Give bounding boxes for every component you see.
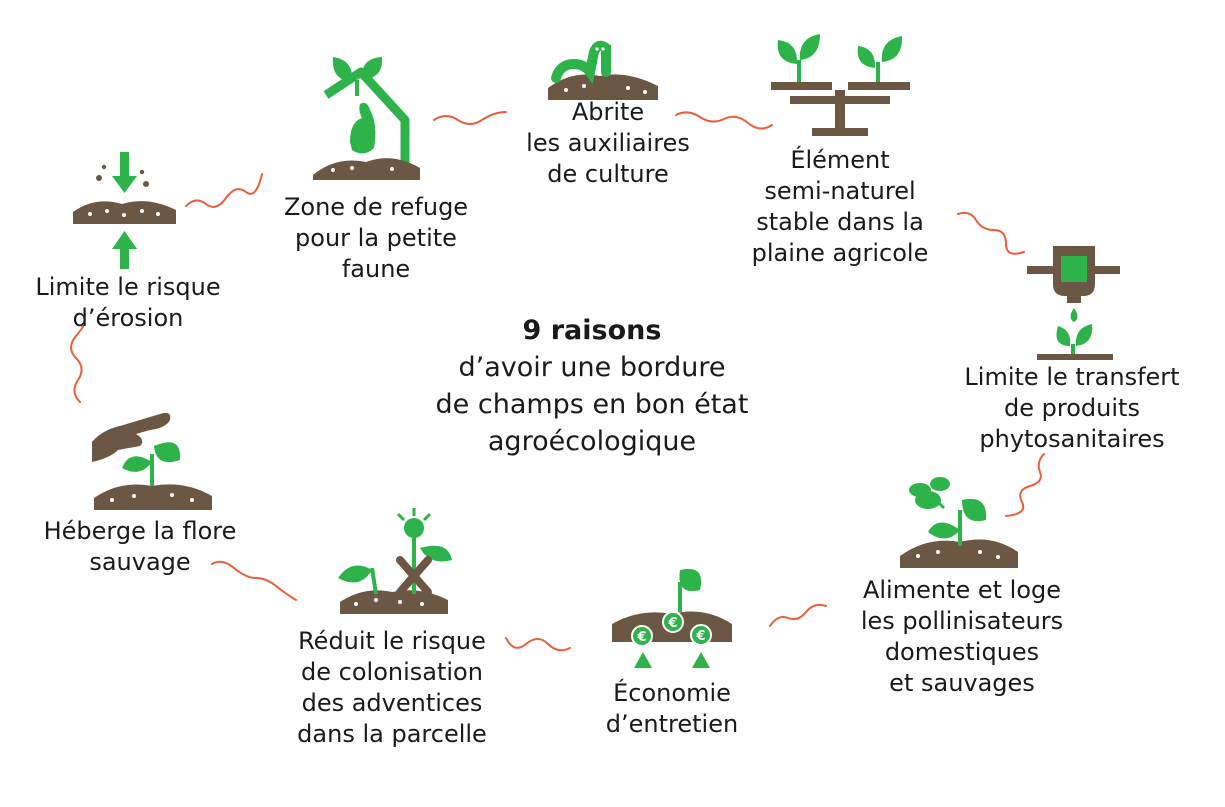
label-line: Alimente et loge [862, 576, 1062, 604]
euro-soil-icon: € € € [612, 568, 732, 668]
svg-text:€: € [695, 629, 705, 644]
connector-pollinisateurs-economie [769, 603, 827, 627]
weed-crossed-icon [338, 508, 452, 614]
svg-text:€: € [667, 616, 677, 631]
connector-economie-adventices [505, 637, 571, 652]
label-line: phytosanitaires [979, 425, 1165, 453]
reason-economie-label: Économie d’entretien [572, 678, 772, 740]
label-line: semi-naturel [764, 177, 916, 205]
title-bold: 9 raisons [522, 315, 662, 346]
label-line: domestiques [884, 638, 1040, 666]
label-line: plaine agricole [751, 239, 929, 267]
label-line: faune [341, 255, 411, 283]
label-line: d’érosion [72, 304, 184, 332]
center-title: 9 raisons d’avoir une bordure de champs … [412, 312, 772, 460]
svg-text:€: € [636, 630, 646, 645]
balance-plants-icon [771, 34, 910, 136]
reason-erosion-label: Limite le risque d’érosion [28, 272, 228, 334]
label-line: Limite le transfert [964, 363, 1180, 391]
hand-plant-icon [92, 412, 212, 510]
label-line: dans la parcelle [297, 720, 487, 748]
label-line: de culture [547, 160, 669, 188]
reason-refuge-label: Zone de refuge pour la petite faune [276, 192, 476, 285]
label-line: Réduit le risque [298, 627, 486, 655]
reason-adventices-label: Réduit le risque de colonisation des adv… [272, 626, 512, 750]
connector-flore-erosion [70, 324, 85, 403]
connector-element-transfert [957, 211, 1025, 255]
filter-drop-plant-icon [1027, 246, 1120, 360]
label-line: des adventices [301, 689, 483, 717]
label-line: les auxiliaires [526, 129, 690, 157]
label-line: stable dans la [756, 208, 924, 236]
connector-transfert-pollinisateurs [1005, 453, 1045, 517]
worm-soil-icon [548, 40, 658, 100]
soil-compression-icon [73, 152, 176, 269]
title-line: de champs en bon état [435, 389, 749, 420]
title-line: agroécologique [487, 426, 697, 457]
label-line: sauvage [89, 548, 191, 576]
reason-pollinisateurs-label: Alimente et loge les pollinisateurs dome… [842, 575, 1082, 699]
label-line: Zone de refuge [283, 193, 469, 221]
label-line: et sauvages [889, 669, 1035, 697]
label-line: d’entretien [605, 710, 739, 738]
label-line: de colonisation [301, 658, 483, 686]
label-line: Abrite [571, 98, 645, 126]
partridge-shelter-icon [313, 57, 420, 180]
connector-adventices-flore [211, 560, 297, 601]
connector-auxiliaires-element [675, 111, 773, 130]
reason-element-label: Élément semi-naturel stable dans la plai… [740, 145, 940, 269]
connector-refuge-auxiliaires [433, 111, 507, 125]
reason-transfert-label: Limite le transfert de produits phytosan… [952, 362, 1192, 455]
label-line: Héberge la flore [43, 517, 237, 545]
label-line: de produits [1004, 394, 1140, 422]
label-line: Limite le risque [35, 273, 221, 301]
title-line: d’avoir une bordure [458, 352, 726, 383]
label-line: pour la petite [295, 224, 457, 252]
label-line: Élément [790, 146, 890, 174]
connectors [70, 111, 1045, 652]
reason-auxiliaires-label: Abrite les auxiliaires de culture [508, 97, 708, 190]
label-line: les pollinisateurs [860, 607, 1064, 635]
connector-erosion-refuge [185, 173, 263, 208]
reason-flore-label: Héberge la flore sauvage [30, 516, 250, 578]
label-line: Économie [613, 679, 731, 707]
bee-plant-icon [900, 477, 1018, 568]
